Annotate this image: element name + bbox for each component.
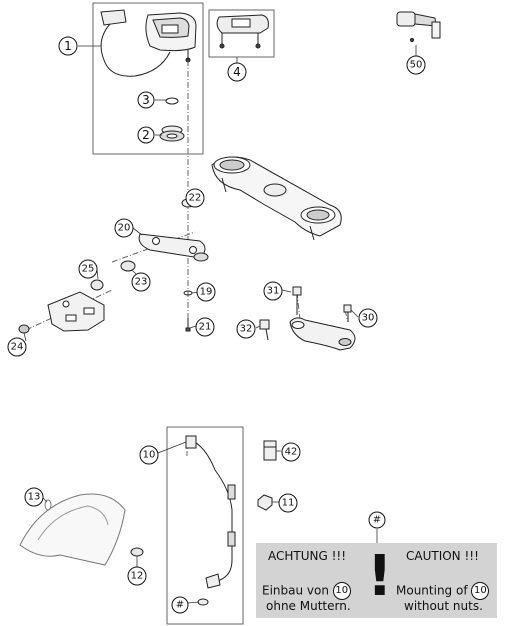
bracket-plate-part [138,233,209,262]
svg-text:13: 13 [28,492,41,503]
svg-text:3: 3 [142,93,150,107]
svg-text:12: 12 [131,571,144,582]
speedometer-part [100,9,197,77]
speedometer-unit-part [216,14,269,49]
group-box-item-4 [208,9,275,58]
callout-22: 22 [185,188,205,208]
note-line2-de: ohne Muttern. [266,599,351,613]
callout-19: 19 [196,282,216,302]
speed-sensor-cable-part [185,435,236,589]
callout-13: 13 [24,487,44,507]
note-title-de: ACHTUNG !!! [268,549,347,563]
callout-4: 4 [227,62,247,82]
ring-part [165,97,179,105]
callout-25: 25 [78,259,98,279]
group-box-speedometer [92,2,204,155]
callout-21: 21 [195,317,215,337]
note-line1-de: Einbau von 10 [262,582,351,600]
rubber-part-23 [120,260,136,272]
holder-bracket-part [18,291,105,334]
svg-text:24: 24 [11,342,24,353]
callout-12: 12 [127,566,147,586]
svg-text:31: 31 [267,286,280,297]
disc-guard-part [19,493,144,566]
svg-text:32: 32 [240,324,253,335]
svg-text:30: 30 [362,313,375,324]
cable-clip-part [263,440,277,461]
note-title-en: CAUTION !!! [406,549,479,563]
nut-part-callout [197,598,209,606]
callout-2: 2 [137,126,155,144]
screw-part-21 [185,318,191,332]
grommet-part [159,125,185,142]
svg-text:11: 11 [282,498,295,509]
lower-clamp-part [259,286,356,351]
svg-text:1: 1 [64,39,72,53]
caution-note: ACHTUNG !!! CAUTION !!! ! Einbau von 10 … [256,543,497,618]
svg-text:#: # [373,515,381,526]
callout-50: 50 [406,55,426,75]
callout-42: 42 [281,442,301,462]
callout-11: 11 [278,493,298,513]
exclamation-mark-icon: ! [367,544,393,609]
svg-text:21: 21 [199,322,212,333]
callout-24: 24 [7,337,27,357]
callout-30: 30 [358,308,378,328]
callout-3: 3 [137,91,155,109]
callout-31: 31 [263,281,283,301]
svg-text:#: # [176,600,184,611]
callout-32: 32 [236,319,256,339]
svg-text:25: 25 [82,264,95,275]
svg-text:50: 50 [410,60,423,71]
triple-clamp-part [211,156,342,241]
svg-text:23: 23 [135,277,148,288]
note-ref-10-en: 10 [471,582,490,600]
svg-text:10: 10 [143,450,156,461]
callout-1: 1 [58,36,78,56]
svg-text:22: 22 [189,193,202,204]
note-ref-10-de: 10 [332,582,351,600]
nut-part-11 [257,494,273,511]
svg-text:2: 2 [142,128,150,142]
callout-20: 20 [114,218,134,238]
svg-text:4: 4 [233,65,241,79]
callout-10: 10 [139,445,159,465]
svg-text:19: 19 [200,287,213,298]
note-line1-en: Mounting of 10 [396,582,490,600]
callout-hash-cable: # [171,596,189,614]
callout-23: 23 [131,272,151,292]
rubber-part-25 [90,279,104,291]
svg-text:42: 42 [285,447,298,458]
svg-text:20: 20 [118,223,131,234]
group-box-cable [166,426,244,625]
note-line2-en: without nuts. [404,599,483,613]
callout-hash-note: # [368,511,386,529]
ignition-key-part [396,11,441,43]
